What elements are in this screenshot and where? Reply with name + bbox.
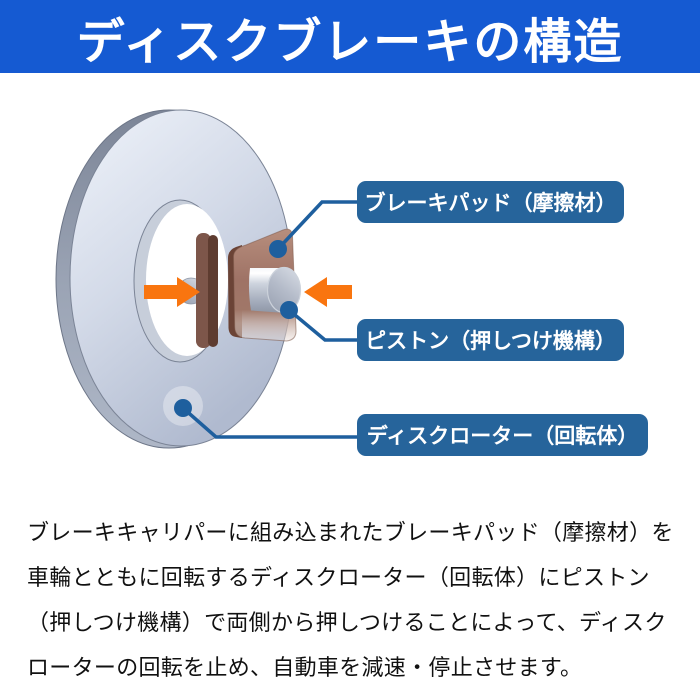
force-arrow-left-icon <box>144 277 200 307</box>
brake-pad-left-edge <box>208 235 218 347</box>
label-disc-rotor: ディスクローター（回転体） <box>357 414 648 456</box>
label-brake-pad: ブレーキパッド（摩擦材） <box>357 181 624 223</box>
callout-line-disc-rotor <box>181 406 358 439</box>
title-banner: ディスクブレーキの構造 <box>0 0 700 73</box>
callout-dot-piston <box>280 301 298 319</box>
callout-dot-disc-rotor <box>174 399 192 417</box>
description-line-2: 車輪とともに回転するディスクローター（回転体）にピストン <box>27 565 650 590</box>
label-piston: ピストン（押しつけ機構） <box>357 319 624 361</box>
description-paragraph: ブレーキキャリパーに組み込まれたブレーキパッド（摩擦材）を 車輪とともに回転する… <box>27 510 682 690</box>
description-line-1: ブレーキキャリパーに組み込まれたブレーキパッド（摩擦材）を <box>27 520 674 545</box>
page-title: ディスクブレーキの構造 <box>76 15 624 69</box>
callout-line-brake-pad <box>276 200 358 251</box>
callout-dot-brake-pad <box>269 240 287 258</box>
description-line-3: （押しつけ機構）で両側から押しつけることによって、ディスク <box>27 610 667 635</box>
force-arrow-right-icon <box>304 277 352 307</box>
callout-line-piston <box>287 308 358 342</box>
brake-pad-left <box>196 233 211 348</box>
description-line-4: ローターの回転を止め、自動車を減速・停止させます。 <box>27 655 583 680</box>
